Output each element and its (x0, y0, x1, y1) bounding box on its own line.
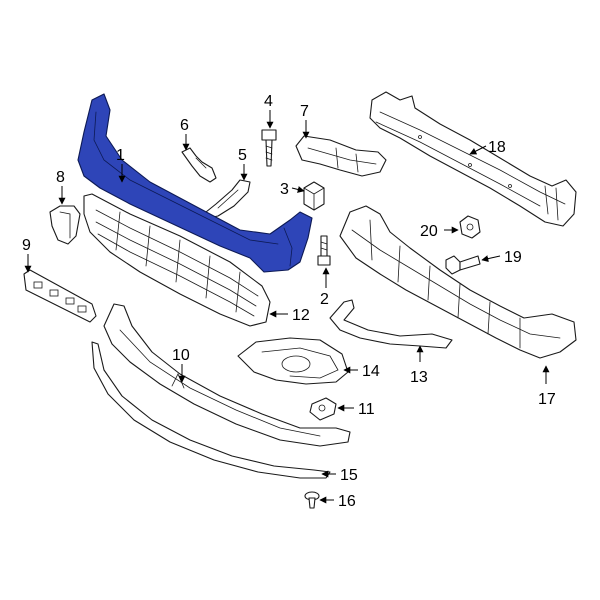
impact-bar-part (369, 91, 577, 227)
plug-part (309, 397, 337, 421)
callout-12: 12 (292, 307, 310, 324)
callout-4: 4 (264, 93, 273, 110)
clip-part (304, 491, 320, 509)
callout-11: 11 (358, 401, 375, 418)
flange-nut-part (459, 215, 481, 239)
callout-20: 20 (420, 223, 438, 240)
lower-spoiler-part (91, 341, 331, 479)
callout-numbers: 1 2 3 4 5 6 7 8 9 10 11 12 13 14 15 16 1… (22, 93, 556, 510)
side-bracket-part (49, 205, 81, 245)
trim-strip-part (329, 299, 453, 349)
callout-3: 3 (280, 181, 289, 198)
callout-17: 17 (538, 391, 556, 408)
callout-7: 7 (300, 103, 309, 120)
leader-lines (24, 110, 550, 504)
energy-absorber-part (339, 205, 577, 359)
nut-part (303, 181, 325, 211)
callout-6: 6 (180, 117, 189, 134)
callout-5: 5 (238, 147, 247, 164)
callout-8: 8 (56, 169, 65, 186)
callout-14: 14 (362, 363, 380, 380)
bracket-part (295, 135, 387, 177)
callout-15: 15 (340, 467, 358, 484)
push-clip-part (181, 147, 217, 183)
bumper-cover-part (77, 93, 313, 273)
flange-bolt-part (445, 255, 481, 275)
lower-grille-part (83, 193, 271, 327)
callout-16: 16 (338, 493, 356, 510)
bolt-part (317, 235, 331, 266)
callout-9: 9 (22, 237, 31, 254)
callout-13: 13 (410, 369, 428, 386)
filler-strip-part (205, 179, 251, 219)
fog-bezel-part (237, 337, 349, 385)
screw-part (261, 129, 277, 167)
callout-2: 2 (320, 291, 329, 308)
callout-10: 10 (172, 347, 190, 364)
callout-1: 1 (116, 147, 125, 164)
callout-18: 18 (488, 139, 506, 156)
lower-absorber-part (103, 303, 351, 447)
license-bracket-part (23, 269, 97, 323)
bumper-cover-highlight (77, 93, 313, 273)
callout-19: 19 (504, 249, 522, 266)
